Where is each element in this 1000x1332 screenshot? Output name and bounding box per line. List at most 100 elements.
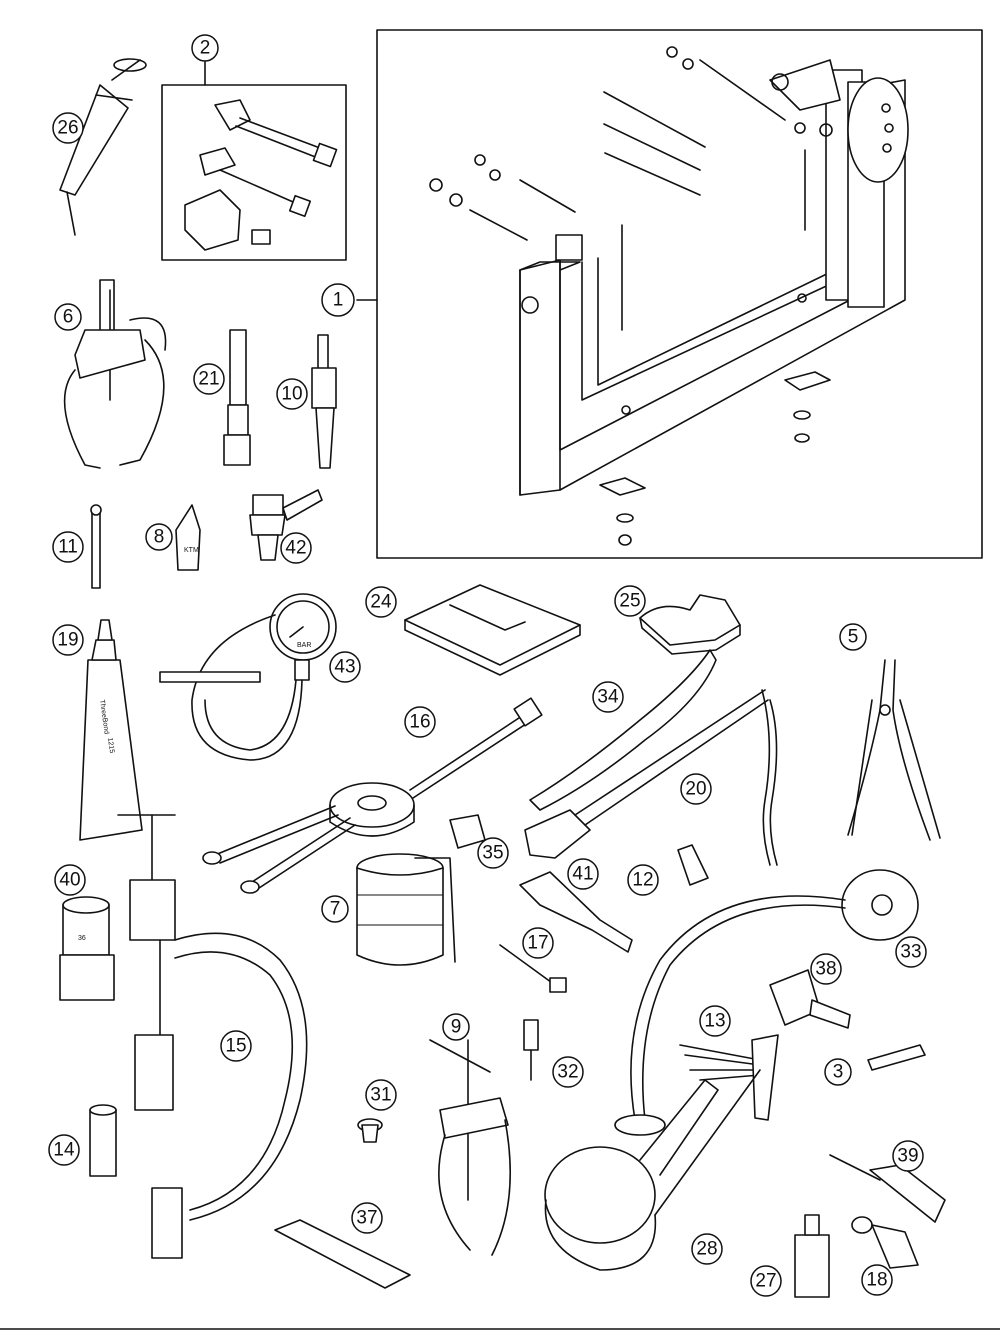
svg-text:20: 20 bbox=[685, 779, 706, 800]
callout-35: 35 bbox=[477, 837, 509, 869]
filter-14 bbox=[89, 1104, 117, 1177]
tool-21 bbox=[223, 329, 251, 466]
pin-32 bbox=[523, 1019, 539, 1081]
svg-text:24: 24 bbox=[370, 592, 392, 613]
callout-15: 15 bbox=[220, 1030, 252, 1062]
plug-31 bbox=[357, 1118, 383, 1143]
socket-40: 36 bbox=[59, 896, 115, 1001]
callout-28: 28 bbox=[691, 1233, 723, 1265]
svg-text:3: 3 bbox=[833, 1062, 844, 1083]
svg-text:9: 9 bbox=[451, 1017, 462, 1038]
svg-text:27: 27 bbox=[755, 1271, 776, 1292]
svg-text:15: 15 bbox=[225, 1036, 246, 1057]
svg-text:34: 34 bbox=[597, 687, 619, 708]
callout-16: 16 bbox=[404, 706, 436, 738]
callout-13: 13 bbox=[699, 1005, 731, 1037]
stand-frame-inner bbox=[597, 257, 836, 386]
callout-20: 20 bbox=[680, 773, 712, 805]
part16-collar bbox=[329, 782, 415, 828]
syringe-26 bbox=[59, 58, 147, 236]
valve-tool-17 bbox=[499, 944, 567, 993]
strap-wrench-handle bbox=[529, 649, 717, 811]
stand-rotating-plate bbox=[847, 77, 909, 183]
svg-text:18: 18 bbox=[866, 1270, 887, 1291]
tool-39 bbox=[829, 1154, 946, 1223]
callout-33: 33 bbox=[895, 936, 927, 968]
bar-37 bbox=[274, 1219, 411, 1289]
svg-text:7: 7 bbox=[330, 899, 341, 920]
svg-text:1: 1 bbox=[333, 290, 344, 311]
cone-12 bbox=[677, 844, 709, 886]
bit-35 bbox=[449, 814, 486, 849]
gauge-adapter bbox=[159, 671, 261, 683]
callout-34: 34 bbox=[592, 681, 624, 713]
stand-long-bolt bbox=[699, 59, 786, 121]
callout-31: 31 bbox=[365, 1079, 397, 1111]
svg-text:32: 32 bbox=[557, 1062, 578, 1083]
svg-text:31: 31 bbox=[370, 1085, 391, 1106]
callout-24: 24 bbox=[365, 586, 397, 618]
valve-42 bbox=[249, 489, 323, 561]
degree-wheel-33 bbox=[614, 869, 919, 1136]
gauge-unit-label: BAR bbox=[297, 642, 311, 649]
strap-wrench-34-20 bbox=[524, 649, 778, 866]
callout-10: 10 bbox=[276, 378, 308, 410]
callout-40: 40 bbox=[54, 864, 86, 896]
callout-42: 42 bbox=[280, 532, 312, 564]
valve-spring-compressor-15 bbox=[117, 814, 308, 1259]
adapter-18 bbox=[851, 1216, 919, 1269]
part2-group bbox=[161, 61, 347, 261]
pressure-gauge-43: BAR bbox=[159, 593, 337, 761]
part2-frame bbox=[161, 84, 347, 261]
svg-text:19: 19 bbox=[57, 630, 78, 651]
clutch-holder-28 bbox=[544, 1069, 761, 1271]
svg-text:35: 35 bbox=[482, 843, 503, 864]
svg-text:8: 8 bbox=[154, 527, 165, 548]
svg-text:5: 5 bbox=[848, 627, 859, 648]
engine-stand-frame bbox=[376, 29, 983, 559]
svg-text:25: 25 bbox=[619, 591, 640, 612]
ring-compressor-body bbox=[356, 867, 444, 966]
callout-41: 41 bbox=[567, 858, 599, 890]
callout-9: 9 bbox=[442, 1013, 470, 1041]
svg-text:16: 16 bbox=[409, 712, 430, 733]
callout-27: 27 bbox=[750, 1265, 782, 1297]
svg-text:41: 41 bbox=[572, 864, 593, 885]
svg-text:13: 13 bbox=[704, 1011, 725, 1032]
callout-18: 18 bbox=[861, 1264, 893, 1296]
svg-text:12: 12 bbox=[632, 870, 653, 891]
svg-text:39: 39 bbox=[897, 1146, 918, 1167]
svg-text:10: 10 bbox=[281, 384, 302, 405]
svg-text:28: 28 bbox=[696, 1239, 717, 1260]
svg-text:33: 33 bbox=[900, 942, 921, 963]
stand-frame-mid bbox=[581, 261, 851, 401]
plate-25 bbox=[639, 594, 741, 655]
callout-14: 14 bbox=[48, 1134, 80, 1166]
ktm-tube-label: KTM bbox=[184, 547, 199, 554]
threebond-tube-19: ThreeBond 1215 bbox=[79, 619, 143, 841]
drift-38 bbox=[769, 969, 851, 1029]
puller-9 bbox=[429, 1039, 512, 1256]
svg-text:6: 6 bbox=[63, 307, 74, 328]
syringe-body bbox=[59, 84, 129, 196]
tool-41 bbox=[519, 871, 633, 953]
callout-8: 8 bbox=[145, 523, 173, 551]
tool-10 bbox=[311, 334, 337, 469]
engine-stand-group bbox=[356, 29, 983, 559]
stand-mount-bracket bbox=[769, 59, 841, 111]
callout-6: 6 bbox=[54, 303, 82, 331]
callout-7: 7 bbox=[321, 895, 349, 923]
threebond-code: 1215 bbox=[106, 737, 115, 754]
callout-12: 12 bbox=[627, 864, 659, 896]
callout-11: 11 bbox=[52, 531, 84, 563]
puller-body bbox=[74, 329, 146, 379]
pliers-5 bbox=[847, 659, 941, 841]
pin-11 bbox=[90, 504, 102, 589]
part-16 bbox=[202, 697, 543, 894]
callout-26: 26 bbox=[52, 112, 84, 144]
callout-2: 2 bbox=[191, 34, 219, 62]
socket-size-label: 36 bbox=[78, 935, 86, 942]
callout-25: 25 bbox=[614, 585, 646, 617]
tube-8: KTM bbox=[175, 504, 201, 571]
